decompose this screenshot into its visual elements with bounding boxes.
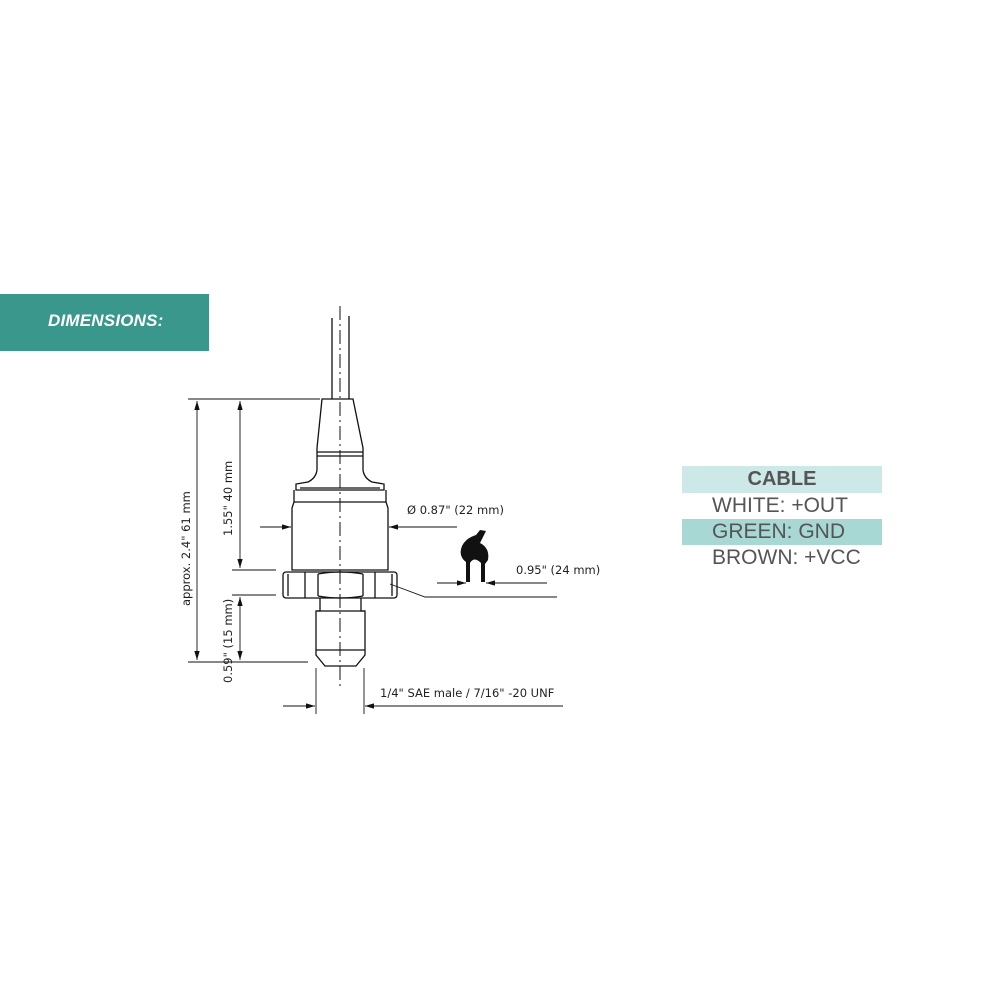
cable-row-green: GREEN: GND	[682, 519, 882, 545]
wrench-icon	[460, 530, 489, 582]
body-height-label: 1.55" 40 mm	[221, 461, 235, 536]
cable-header: CABLE	[682, 466, 882, 493]
thread-spec-label: 1/4" SAE male / 7/16" -20 UNF	[380, 686, 554, 700]
cable-wiring-table: CABLE WHITE: +OUT GREEN: GND BROWN: +VCC	[682, 466, 882, 571]
cable-row-white: WHITE: +OUT	[712, 494, 848, 517]
diameter-label: Ø 0.87" (22 mm)	[407, 503, 504, 517]
total-height-label: approx. 2.4" 61 mm	[179, 491, 193, 606]
thread-length-label: 0.59" (15 mm)	[221, 599, 235, 683]
wrench-size-label: 0.95" (24 mm)	[516, 563, 600, 577]
dimension-lines	[188, 398, 563, 714]
cable-row-brown: BROWN: +VCC	[712, 546, 861, 569]
dimensions-banner: DIMENSIONS:	[0, 294, 209, 351]
banner-title: DIMENSIONS:	[48, 311, 164, 330]
